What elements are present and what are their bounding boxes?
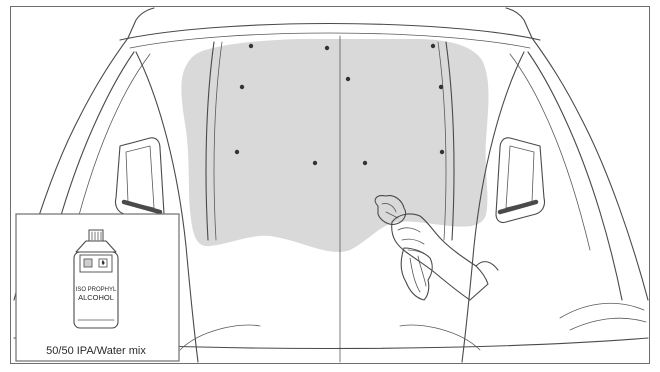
fastener-dot: [346, 77, 350, 81]
fastener-dot: [235, 150, 239, 154]
hazard-symbol-icon: [84, 259, 92, 267]
inset-caption: 50/50 IPA/Water mix: [46, 345, 146, 357]
fastener-dot: [363, 161, 367, 165]
bottle-label-line2: ALCOHOL: [78, 293, 114, 302]
fastener-dot: [240, 85, 244, 89]
fastener-dot: [249, 44, 253, 48]
fastener-dot: [431, 44, 435, 48]
fastener-dot: [440, 150, 444, 154]
fastener-dot: [325, 46, 329, 50]
fastener-dot: [439, 85, 443, 89]
hood-cleaning-area: [181, 39, 488, 252]
fastener-dot: [313, 161, 317, 165]
ipa-bottle-inset: ISO PROPHYL ALCOHOL 50/50 IPA/Water mix: [16, 214, 179, 361]
